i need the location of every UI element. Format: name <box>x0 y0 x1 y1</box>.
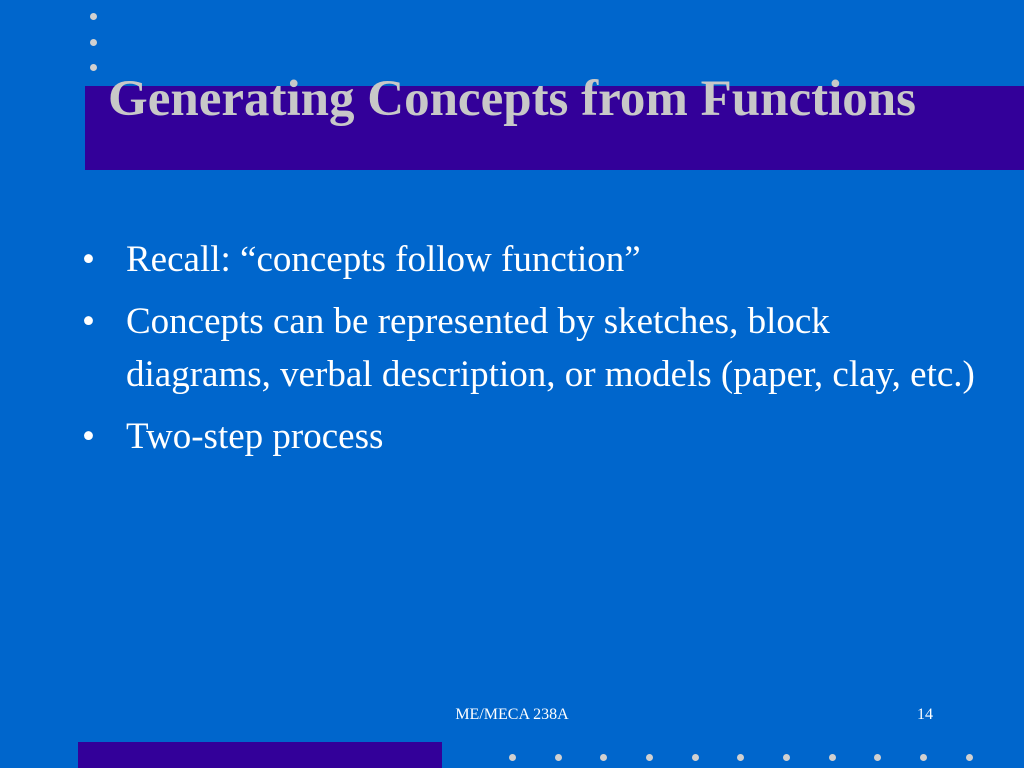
decorative-dot <box>90 39 97 46</box>
bullet-item: • Concepts can be represented by sketche… <box>82 295 982 401</box>
bottom-band <box>78 742 442 768</box>
bullet-list: • Recall: “concepts follow function” • C… <box>82 233 982 472</box>
footer-page-number: 14 <box>917 706 933 723</box>
decorative-dot <box>966 754 973 761</box>
bullet-text: Concepts can be represented by sketches,… <box>126 301 975 395</box>
bullet-item: • Recall: “concepts follow function” <box>82 233 982 286</box>
decorative-dot <box>829 754 836 761</box>
decorative-dot <box>920 754 927 761</box>
decorative-dot <box>600 754 607 761</box>
decorative-dot <box>509 754 516 761</box>
decorative-dot <box>692 754 699 761</box>
bullet-icon: • <box>82 416 95 457</box>
slide-title: Generating Concepts from Functions <box>108 71 916 127</box>
bullet-text: Recall: “concepts follow function” <box>126 239 641 280</box>
decorative-dot <box>646 754 653 761</box>
bullet-icon: • <box>82 301 95 342</box>
bullet-text: Two-step process <box>126 416 384 457</box>
decorative-dot <box>783 754 790 761</box>
decorative-dot <box>90 13 97 20</box>
bullet-item: • Two-step process <box>82 410 982 463</box>
decorative-dot <box>555 754 562 761</box>
title-band <box>85 86 1024 170</box>
decorative-dot <box>874 754 881 761</box>
footer-course: ME/MECA 238A <box>455 706 569 723</box>
decorative-dot <box>737 754 744 761</box>
decorative-dot <box>90 64 97 71</box>
bullet-icon: • <box>82 239 95 280</box>
